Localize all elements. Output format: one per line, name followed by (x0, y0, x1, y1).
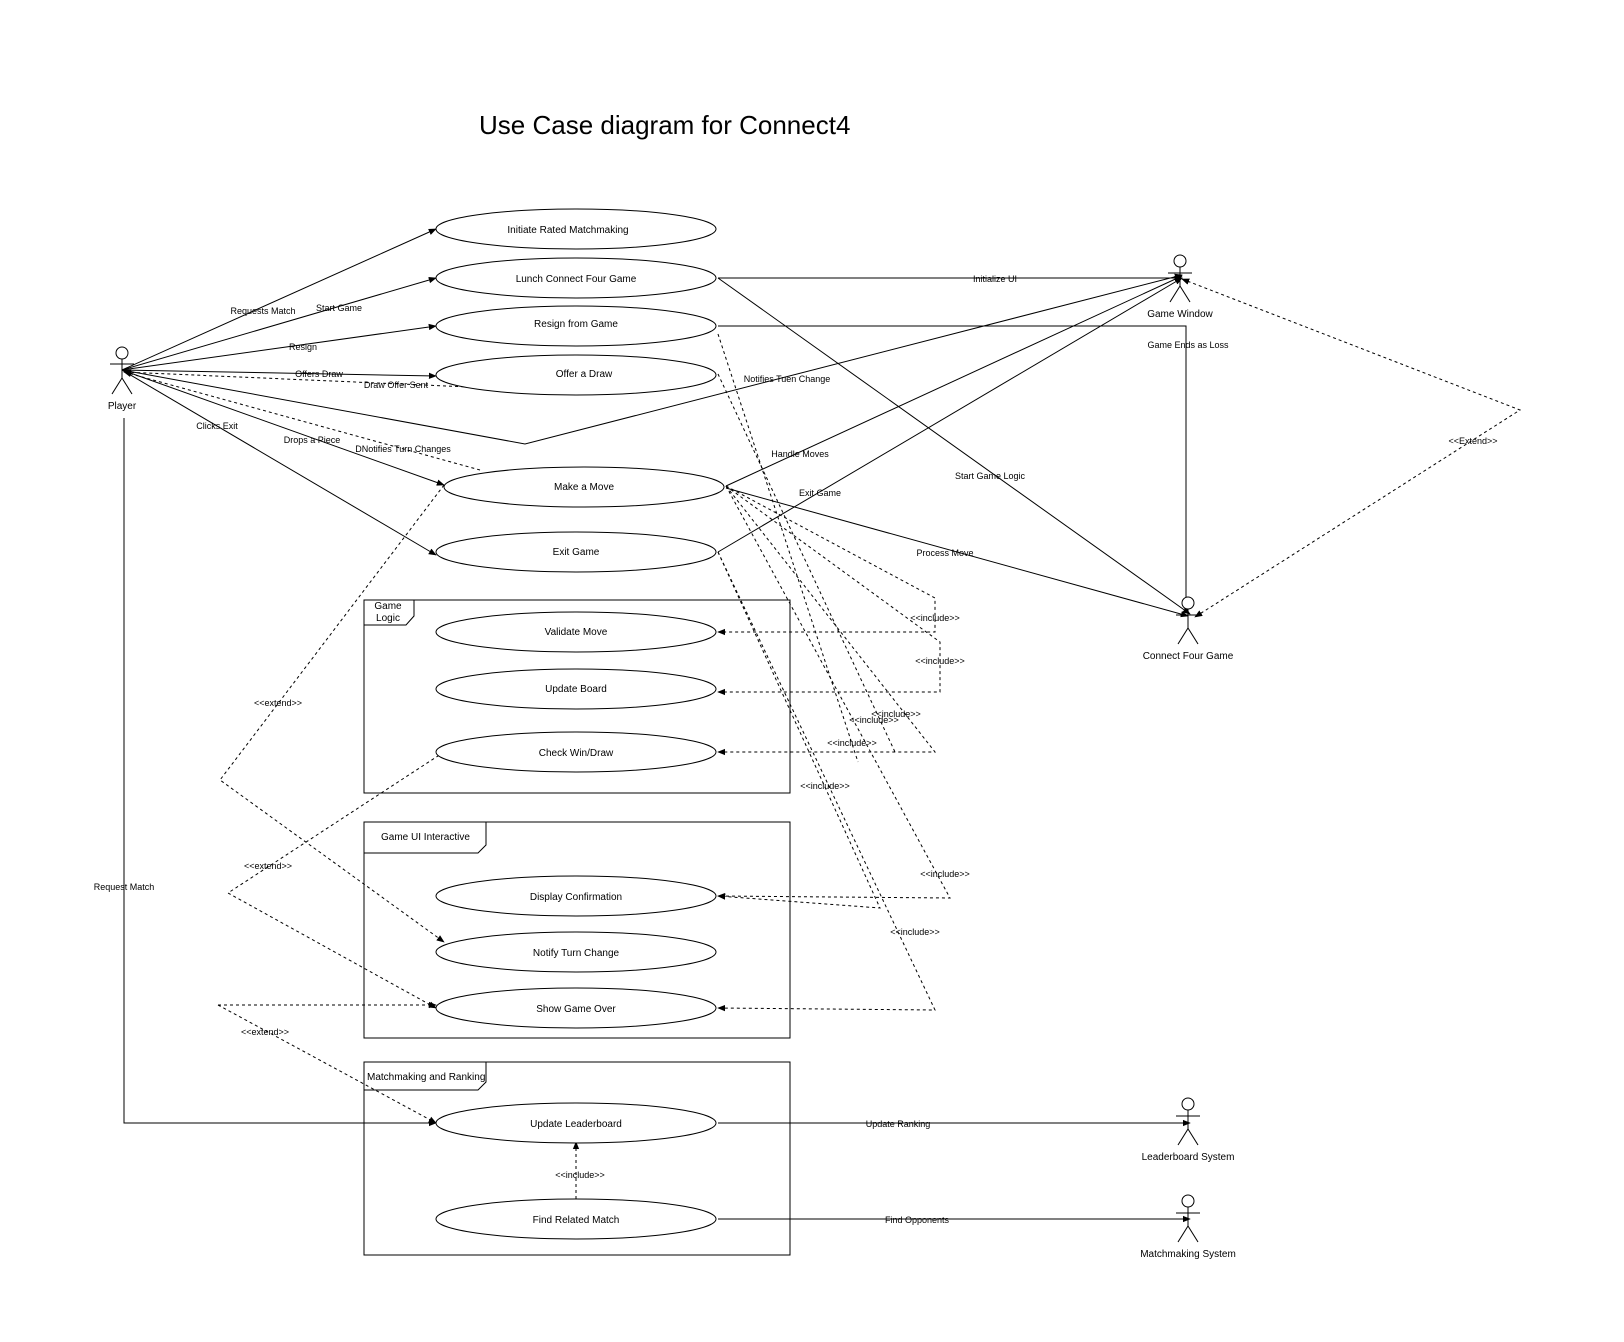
relation-labels: Requests Match Start Game Resign Offers … (94, 274, 1498, 1225)
actor-label: Player (108, 401, 137, 412)
label-requests-match: Requests Match (230, 306, 295, 316)
frame-matchmaking-ranking: Matchmaking and Ranking (363, 1061, 791, 1256)
label-extend-actor: <<Extend>> (1448, 436, 1497, 446)
label-include-check: <<include>> (827, 738, 877, 748)
actor-label: Matchmaking System (1140, 1249, 1236, 1260)
use-case-label: Exit Game (553, 547, 600, 558)
actor-player[interactable]: Player (108, 346, 137, 412)
label-process-move: Process Move (916, 548, 973, 558)
actor-label: Game Window (1147, 309, 1213, 320)
label-request-match: Request Match (94, 882, 155, 892)
use-case-check-win-draw[interactable]: Check Win/Draw (435, 731, 717, 773)
diagram-title: Use Case diagram for Connect4 (479, 110, 850, 140)
use-case-label: Make a Move (554, 482, 614, 493)
use-case-resign-from-game[interactable]: Resign from Game (435, 305, 717, 347)
label-draw-offer-sent: Draw Offer Sent (364, 380, 429, 390)
label-update-ranking: Update Ranking (866, 1119, 931, 1129)
use-case-notify-turn-change[interactable]: Notify Turn Change (435, 931, 717, 973)
extend-relations (217, 484, 445, 1124)
label-include-a: <<include>> (871, 709, 921, 719)
label-extend-show-over: <<extend>> (244, 861, 292, 871)
use-case-label: Display Confirmation (530, 892, 622, 903)
actor-label: Connect Four Game (1143, 651, 1234, 662)
label-include-show-over: <<include>> (890, 927, 940, 937)
actor-label: Leaderboard System (1142, 1152, 1235, 1163)
use-case-label: Lunch Connect Four Game (516, 274, 637, 285)
label-include-validate: <<include>> (910, 613, 960, 623)
label-resign: Resign (289, 342, 317, 352)
label-exit-game: Exit Game (799, 488, 841, 498)
frame-game-ui-label: Game UI Interactive (381, 832, 470, 843)
label-include-update-board: <<include>> (915, 656, 965, 666)
label-include-display: <<include>> (920, 869, 970, 879)
actor-leaderboard-system[interactable]: Leaderboard System (1142, 1097, 1235, 1163)
use-case-find-related-match[interactable]: Find Related Match (435, 1198, 717, 1240)
label-include-find: <<include>> (555, 1170, 605, 1180)
label-find-opponents: Find Opponents (885, 1215, 950, 1225)
label-game-ends-as-loss: Game Ends as Loss (1147, 340, 1229, 350)
label-offers-draw: Offers Draw (295, 369, 343, 379)
label-dnotifies-turn-changes: DNotifies Turn Changes (355, 444, 451, 454)
label-include-b: <<include>> (849, 715, 899, 725)
use-case-make-a-move[interactable]: Make a Move (443, 466, 725, 508)
use-case-initiate-rated-matchmaking[interactable]: Initiate Rated Matchmaking (435, 208, 717, 250)
use-case-update-board[interactable]: Update Board (435, 668, 717, 710)
use-case-label: Find Related Match (533, 1215, 620, 1226)
use-case-show-game-over[interactable]: Show Game Over (435, 987, 717, 1029)
system-relations (717, 274, 1191, 1223)
label-drops-a-piece: Drops a Piece (284, 435, 341, 445)
label-clicks-exit: Clicks Exit (196, 421, 238, 431)
use-case-validate-move[interactable]: Validate Move (435, 611, 717, 653)
use-case-label: Update Leaderboard (530, 1119, 622, 1130)
use-case-label: Offer a Draw (556, 369, 613, 380)
actor-extend (1181, 278, 1522, 618)
frame-game-logic: Game Logic (363, 599, 791, 794)
frame-game-logic-label-1: Game (374, 601, 402, 612)
use-case-label: Validate Move (545, 627, 608, 638)
use-case-label: Show Game Over (536, 1004, 616, 1015)
use-case-label: Notify Turn Change (533, 948, 620, 959)
actor-matchmaking-system[interactable]: Matchmaking System (1140, 1194, 1236, 1260)
player-associations (121, 228, 1183, 1127)
use-case-label: Check Win/Draw (539, 748, 614, 759)
label-initialize-ui: Initialize UI (973, 274, 1017, 284)
use-case-exit-game[interactable]: Exit Game (435, 531, 717, 573)
use-case-update-leaderboard[interactable]: Update Leaderboard (435, 1102, 717, 1144)
label-handle-moves: Handle Moves (771, 449, 829, 459)
use-case-label: Resign from Game (534, 319, 618, 330)
frame-game-logic-label-2: Logic (376, 613, 400, 624)
use-case-display-confirmation[interactable]: Display Confirmation (435, 875, 717, 917)
use-case-offer-a-draw[interactable]: Offer a Draw (435, 354, 717, 396)
include-relations (572, 333, 951, 1199)
label-notifies-tuen-change: Notifies Tuen Change (744, 374, 831, 384)
use-case-lunch-connect-four-game[interactable]: Lunch Connect Four Game (435, 257, 717, 299)
player-dashed-links (123, 369, 481, 471)
use-case-label: Initiate Rated Matchmaking (507, 225, 628, 236)
frame-game-ui-interactive: Game UI Interactive (363, 821, 791, 1039)
label-extend-notify: <<extend>> (254, 698, 302, 708)
use-case-label: Update Board (545, 684, 607, 695)
actor-connect-four-game[interactable]: Connect Four Game (1143, 596, 1234, 662)
label-extend-leaderboard: <<extend>> (241, 1027, 289, 1037)
frame-matchmaking-label: Matchmaking and Ranking (367, 1072, 485, 1083)
label-include-c: <<include>> (800, 781, 850, 791)
label-start-game: Start Game (316, 303, 362, 313)
label-start-game-logic: Start Game Logic (955, 471, 1026, 481)
actor-game-window[interactable]: Game Window (1147, 254, 1214, 320)
